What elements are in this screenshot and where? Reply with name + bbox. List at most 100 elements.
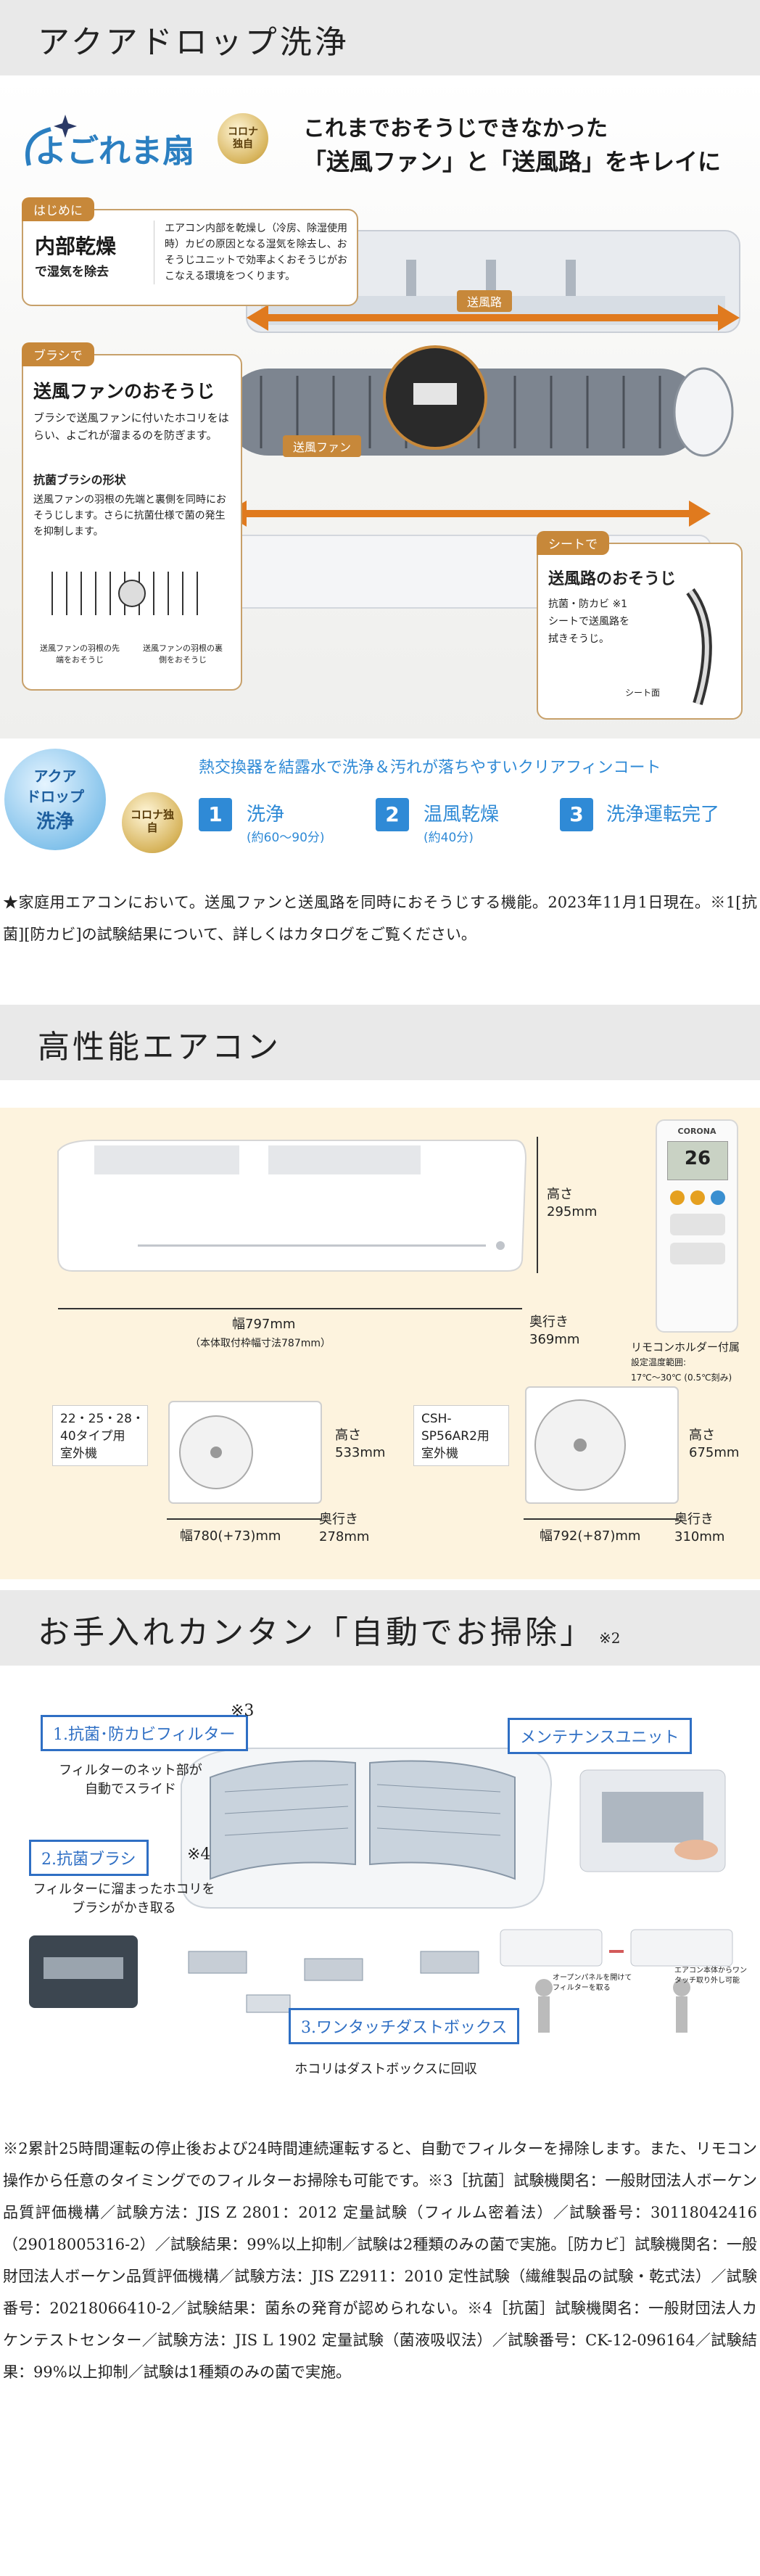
- card-dry-title: 内部乾燥: [35, 234, 117, 258]
- step-2-label: 温風乾燥: [424, 804, 500, 826]
- outdoor1-type-box: 22・25・28・40タイプ用室外機: [52, 1405, 148, 1466]
- label-brush: 2.抗菌ブラシ: [29, 1840, 149, 1876]
- remote-button: [670, 1190, 685, 1205]
- indoor-width-note: （本体取付枠幅寸法787mm）: [190, 1338, 331, 1349]
- card-sheet-body1: 抗菌・防カビ ※1: [548, 598, 628, 610]
- label-fan: 送風ファン: [283, 435, 362, 457]
- card-dry-tag: はじめに: [22, 197, 94, 221]
- card-brush-tag: ブラシで: [22, 342, 94, 366]
- ac-cutaway-drawing: [218, 230, 740, 609]
- aqua-drop-banner: アクア ドロップ 洗浄 コロナ独自 熱交換器を結露水で洗浄＆汚れが落ちやすいクリ…: [0, 741, 760, 865]
- cleaning-note: ※2累計25時間運転の停止後および24時間連続運転すると、自動でフィルターを掃除…: [3, 2140, 757, 2381]
- remote-control: CORONA 26: [656, 1119, 738, 1333]
- outdoor2-depth-value: 310mm: [674, 1529, 725, 1544]
- outdoor2-width-line: [524, 1518, 679, 1520]
- maintenance-steps-drawing: [500, 1929, 733, 2033]
- label-brush-text: 2.抗菌ブラシ: [41, 1851, 136, 1869]
- section-header-aqua: アクアドロップ洗浄: [0, 0, 760, 75]
- card-brush-title: 送風ファンのおそうじ: [33, 381, 215, 402]
- bottom-corona-badge: コロナ独自: [122, 792, 183, 853]
- mini-caption-2: エアコン本体からワンタッチ取り外し可能: [674, 1967, 747, 1985]
- label-dustbox: 3.ワンタッチダストボックス: [289, 2008, 520, 2044]
- label-filter: 1.抗菌･防カビフィルター: [41, 1715, 248, 1751]
- outdoor1-width-line: [167, 1518, 322, 1520]
- height-line: [537, 1137, 538, 1273]
- filter-caption: フィルターのネット部が自動でスライド: [44, 1761, 218, 1799]
- yogorema-logo: よごれま扇: [15, 107, 203, 173]
- card-sheet-tag: シートで: [537, 531, 609, 555]
- remote-temp: 26: [684, 1148, 711, 1169]
- outdoor1-depth-text: 奥行き: [319, 1512, 358, 1527]
- brush-caption-line1: フィルターに溜まったホコリを: [33, 1882, 215, 1897]
- auto-clean-illustration: オープンパネルを開けてフィルターを取る エアコン本体からワンタッチ取り外し可能 …: [0, 1690, 760, 2126]
- outdoor1-type: 22・25・28・40タイプ用室外機: [60, 1410, 144, 1462]
- logo-text: よごれま扇: [35, 133, 194, 170]
- section-title-text: お手入れカンタン「自動でお掃除」: [38, 1614, 595, 1651]
- sheet-drawing: [686, 588, 712, 706]
- indoor-height-text: 高さ: [547, 1187, 573, 1202]
- card-sheet-title: 送風路のおそうじ: [548, 570, 677, 588]
- aqua-logo-line2: ドロップ: [26, 788, 84, 805]
- outdoor2-type: CSH- SP56AR2用室外機: [421, 1410, 490, 1462]
- card-dry: はじめに 内部乾燥 で湿気を除去 エアコン内部を乾燥し（冷房、除湿使用時）カビの…: [22, 197, 358, 306]
- brush-closeup-drawing: [29, 1935, 138, 2008]
- card-brush-body: ブラシで送風ファンに付いたホコリをはらい、よごれが溜まるのを防ぎます。: [33, 411, 229, 442]
- remote-note2: 設定温度範囲:: [631, 1357, 687, 1367]
- card-brush: ブラシで 送風ファンのおそうじ ブラシで送風ファンに付いたホコリをはらい、よごれ…: [22, 342, 242, 691]
- outdoor1-width-label: 幅780(+73)mm: [180, 1528, 281, 1544]
- step-1-number: 1: [199, 798, 232, 831]
- aqua-logo-line3: 洗浄: [36, 811, 74, 833]
- outdoor2-height-label: 高さ 675mm: [689, 1427, 739, 1462]
- outdoor2-type-line1: CSH-: [421, 1412, 452, 1426]
- step-2-number: 2: [376, 798, 409, 831]
- remote-button: [670, 1214, 725, 1235]
- aqua-drop-illustration: よごれま扇 コロナ独自 これまでおそうじできなかった 「送風ファン」と「送風路」…: [0, 78, 760, 738]
- card-dry-body: エアコン内部を乾燥し（冷房、除湿使用時）カビの原因となる湿気を除去し、おそうじユ…: [154, 221, 356, 284]
- card-sheet: シートで 送風路のおそうじ 抗菌・防カビ ※1 シートで送風路を 拭きそうじ。 …: [537, 531, 743, 720]
- outdoor2-type-line2: SP56AR2用: [421, 1429, 490, 1444]
- sheet-face-label: シート面: [625, 688, 661, 698]
- bottom-headline: 熱交換器を結露水で洗浄＆汚れが落ちやすいクリアフィンコート: [199, 759, 661, 777]
- step-1-label: 洗浄: [247, 804, 285, 826]
- indoor-depth-text: 奥行き: [529, 1314, 569, 1330]
- dustbox-caption: ホコリはダストボックスに回収: [294, 2062, 477, 2077]
- headline-line2: 「送風ファン」と「送風路」をキレイに: [303, 148, 722, 176]
- step-3-number: 3: [560, 798, 593, 831]
- indoor-width-label: 幅797mm: [232, 1317, 296, 1332]
- outdoor1-height-value: 533mm: [335, 1445, 386, 1460]
- indoor-depth-value: 369mm: [529, 1332, 580, 1347]
- badge-text: コロナ独自: [228, 126, 258, 150]
- label-duct: 送風路: [457, 290, 513, 312]
- filter-caption-line2: 自動でスライド: [85, 1782, 176, 1797]
- outdoor1-drawing: [168, 1401, 322, 1504]
- sparkle-icon: [25, 115, 77, 166]
- outdoor2-height-text: 高さ: [689, 1428, 715, 1443]
- card-brush-subtitle: 抗菌ブラシの形状: [33, 473, 126, 487]
- label-maintenance-unit-text: メンテナンスユニット: [520, 1729, 680, 1747]
- card-brush-subbody: 送風ファンの羽根の先端と裏側を同時におそうじします。さらに抗菌仕様で菌の発生を抑…: [33, 494, 226, 538]
- section-header-performance: 高性能エアコン: [0, 1005, 760, 1080]
- outdoor1-type-line2: 40タイプ用: [60, 1429, 125, 1444]
- remote-button: [690, 1190, 705, 1205]
- outdoor2-type-line3: 室外機: [421, 1447, 458, 1461]
- remote-note1: リモコンホルダー付属: [631, 1341, 740, 1354]
- outdoor2-height-value: 675mm: [689, 1445, 740, 1460]
- width-line: [58, 1308, 522, 1309]
- outdoor2-type-box: CSH- SP56AR2用室外機: [413, 1405, 509, 1466]
- brush-caption-back: 送風ファンの羽根の裏側をおそうじ: [143, 643, 223, 664]
- brush-caption-tip: 送風ファンの羽根の先端をおそうじ: [40, 643, 120, 664]
- mini-caption-1: オープンパネルを開けてフィルターを取る: [553, 1974, 632, 1992]
- label-filter-note: ※3: [231, 1702, 255, 1720]
- brush-caption: フィルターに溜まったホコリをブラシがかき取る: [19, 1880, 229, 1918]
- step-2-sub: (約40分): [424, 831, 474, 845]
- section-title-note: ※2: [599, 1629, 621, 1647]
- card-sheet-body2: シートで送風路を: [548, 616, 629, 627]
- brush-caption-line2: ブラシがかき取る: [72, 1901, 176, 1916]
- label-filter-text: 1.抗菌･防カビフィルター: [53, 1726, 236, 1744]
- remote-button: [711, 1190, 725, 1205]
